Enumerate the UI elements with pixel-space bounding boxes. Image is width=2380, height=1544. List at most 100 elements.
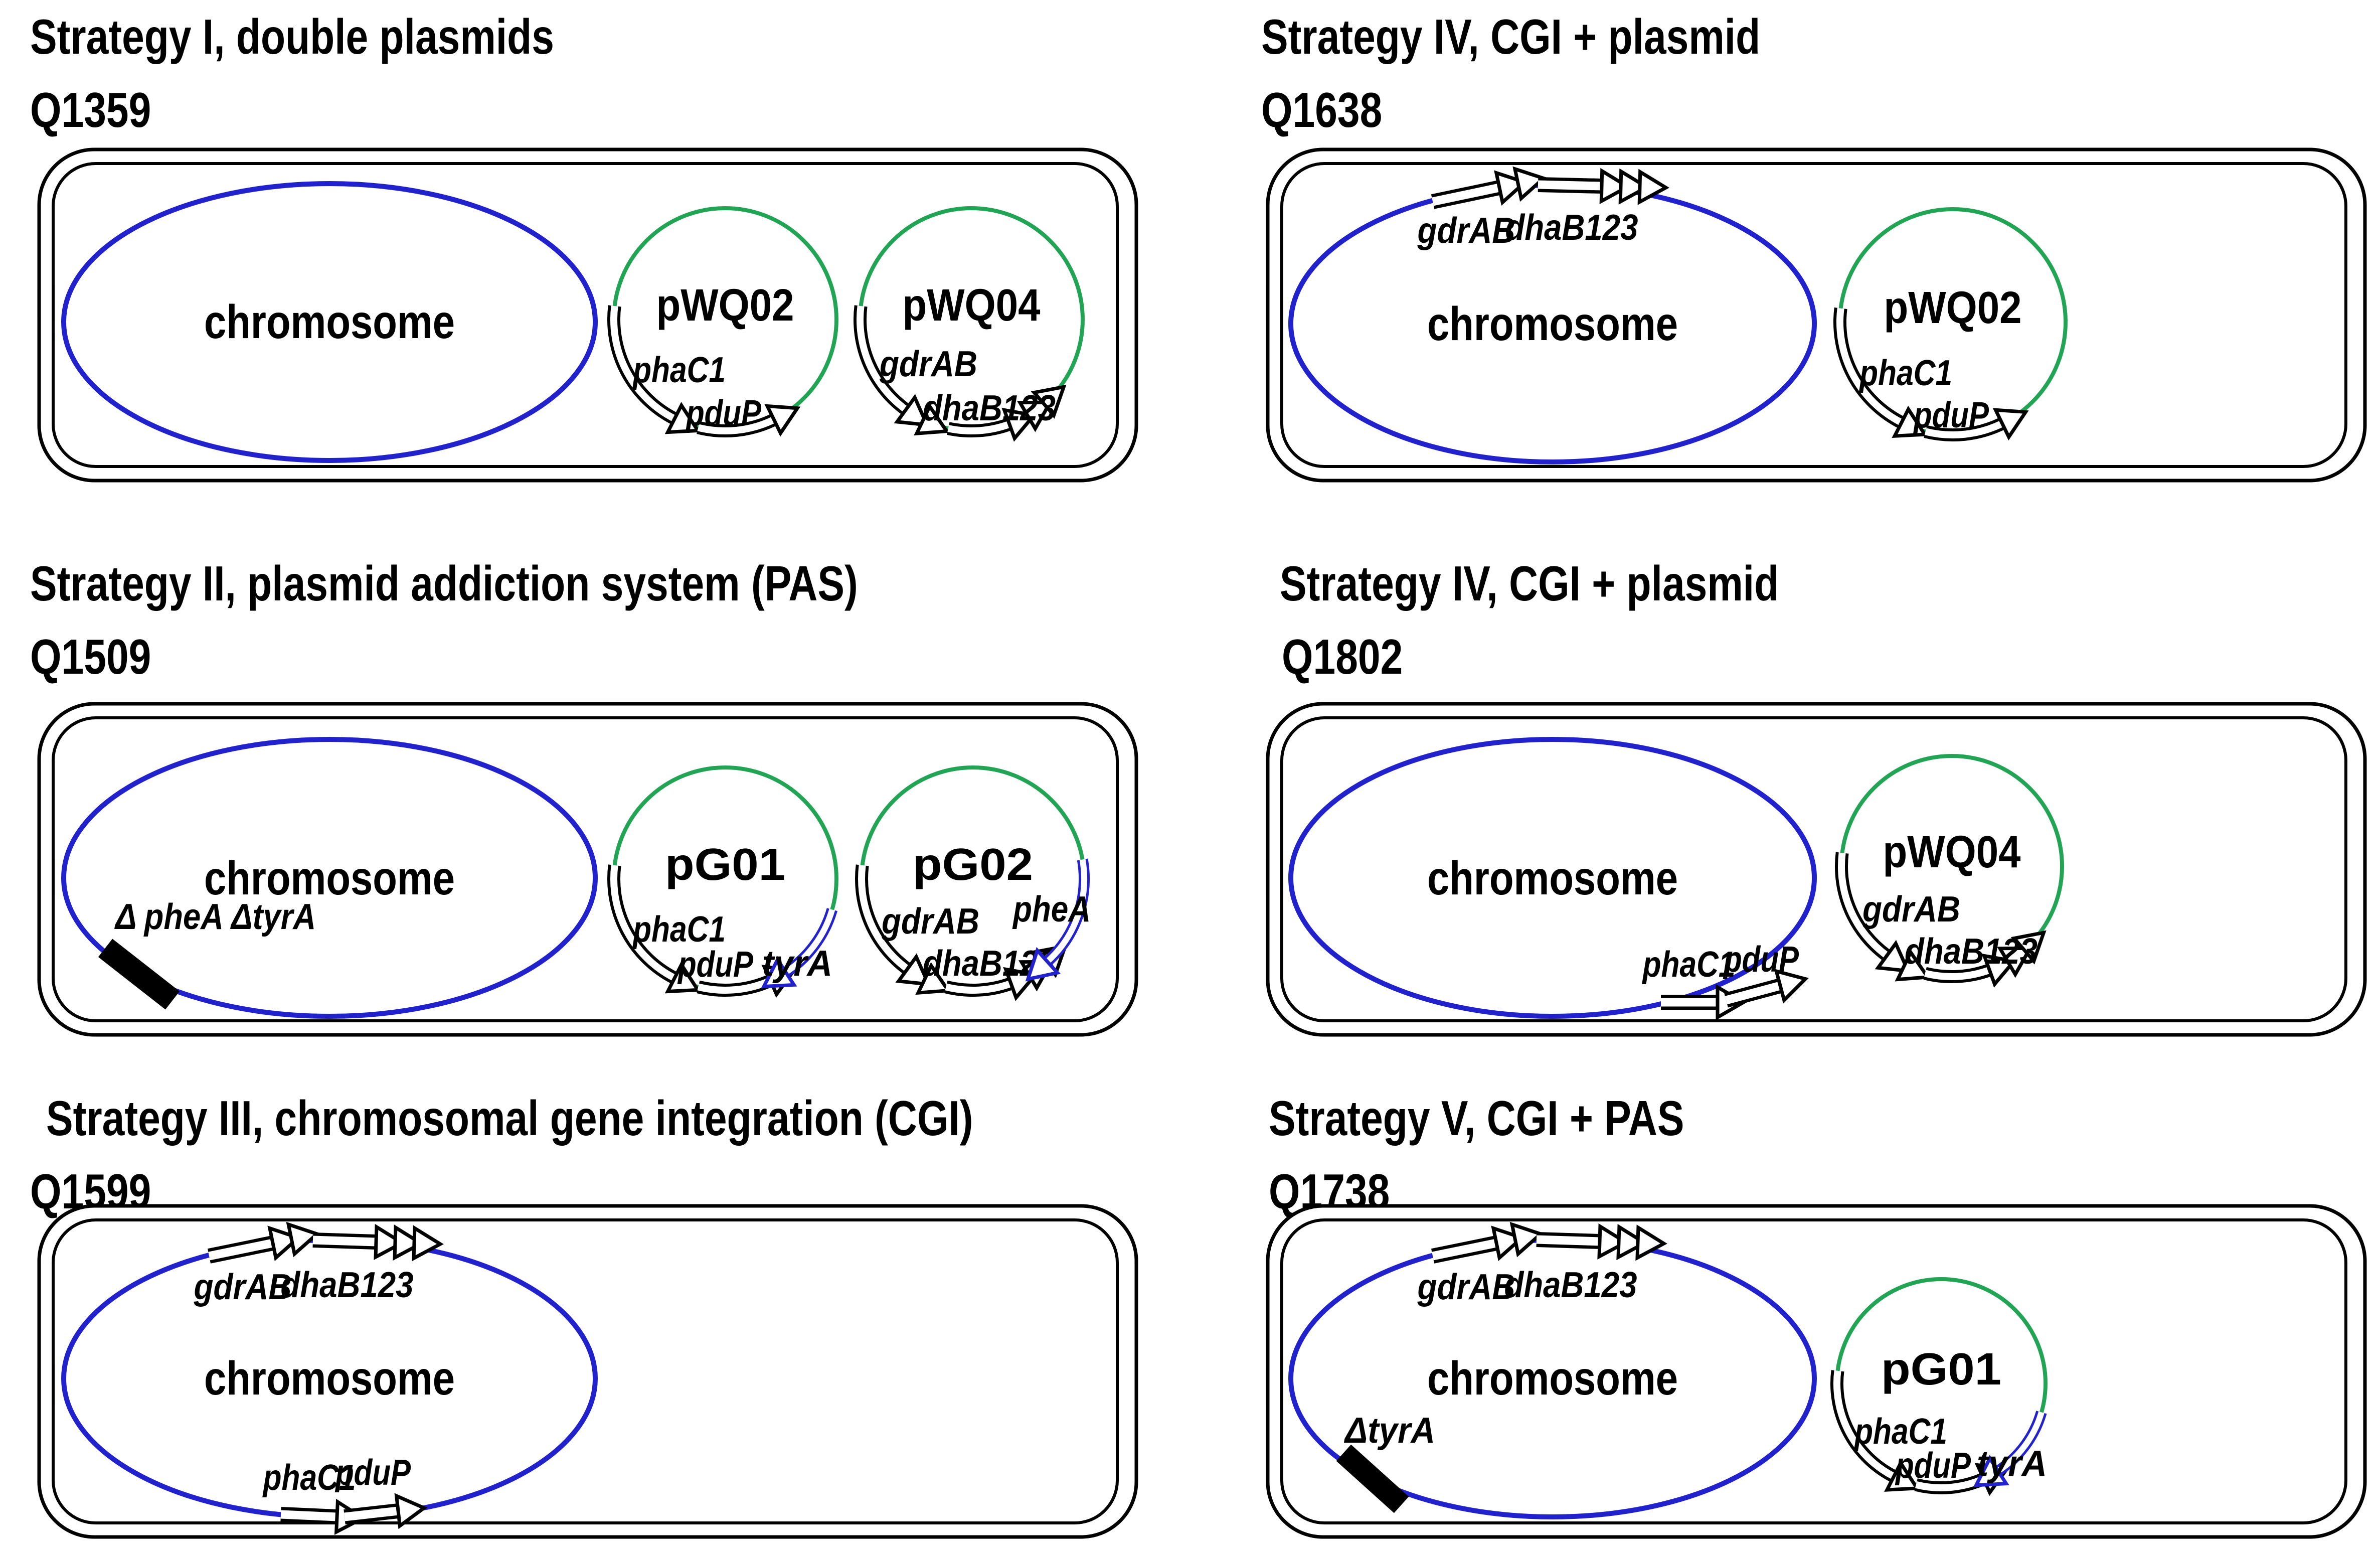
gene-label-phaC1: phaC1	[1642, 945, 1736, 985]
gene-arrow-phaC1	[607, 864, 701, 994]
gene-arrow-phaC1	[1830, 1370, 1921, 1492]
chromosome: chromosome gdrAB dhaB123 phaC1 pduP	[61, 1221, 598, 1535]
gene-label-dhaB123: dhaB123	[281, 1265, 414, 1305]
gene-arrow-gdrAB	[854, 305, 950, 436]
gene-label-pheA: pheA	[1012, 889, 1091, 930]
plasmid-pWQ04: pWQ04 gdrAB dhaB123	[854, 206, 1085, 442]
chromosome-circle	[61, 181, 598, 463]
gene-arrow-pduP-integrated	[1724, 969, 1809, 1008]
gene-label-pduP: pduP	[334, 1453, 411, 1493]
gene-label-phaC1: phaC1	[632, 350, 726, 390]
plasmid-pWQ02: pWQ02 phaC1 pduP	[607, 206, 838, 437]
deletion-marker	[1336, 1444, 1409, 1513]
gene-arrow-pduP-integrated	[344, 1493, 428, 1529]
cell-diagram: chromosome phaC1 pduP pWQ04 gdrAB dhaB12…	[1266, 702, 2367, 1037]
gene-label-pduP: pduP	[1895, 1446, 1971, 1486]
plasmid-name: pG01	[1881, 1344, 2001, 1395]
panel-strategy-3: Strategy III, chromosomal gene integrati…	[20, 1082, 1151, 1543]
plasmid-name: pWQ04	[1883, 827, 2021, 877]
gene-label-phaC1: phaC1	[262, 1458, 356, 1498]
chromosome: chromosome phaC1 pduP	[1288, 737, 1817, 1021]
gene-label-dhaB123: dhaB123	[1905, 932, 2037, 972]
chromosome-circle	[1288, 737, 1817, 1019]
plasmid-name: pWQ04	[903, 280, 1041, 331]
gene-label-gdrAB: gdrAB	[1862, 889, 1960, 930]
gene-arrow-dhaB123-integrated	[1538, 168, 1669, 205]
chromosome-label: chromosome	[1427, 1352, 1678, 1405]
gene-arrow-gdrAB-integrated	[1431, 1221, 1545, 1264]
chromosome: chromosome gdrAB dhaB123 ΔtyrA	[1288, 1221, 1817, 1519]
gene-label-gdrAB: gdrAB	[1417, 1267, 1515, 1307]
panel-strategy-5: Strategy V, CGI + PAS Q1738 chromosome g…	[1251, 1082, 2380, 1543]
plasmid-pG01: pG01 phaC1 pduP tyrA	[1830, 1277, 2048, 1496]
plasmid-pWQ04: pWQ04 gdrAB dhaB123	[1835, 754, 2064, 988]
gene-arrow-dhaB123-integrated	[312, 1223, 444, 1262]
gene-label-dhaB123: dhaB123	[1504, 1265, 1637, 1305]
chromosome-label: chromosome	[1427, 852, 1678, 905]
gene-label-gdrAB: gdrAB	[1417, 211, 1515, 251]
strain-label: Q1509	[30, 629, 151, 684]
panel-title: Strategy I, double plasmids	[30, 9, 554, 64]
chromosome: chromosome gdrAB dhaB123	[1288, 166, 1817, 465]
cell-diagram: chromosome gdrAB dhaB123 phaC1 pduP	[37, 1204, 1138, 1539]
deletion-label: ΔtyrA	[1343, 1411, 1435, 1451]
chromosome-circle	[61, 737, 598, 1019]
plasmid-pG01: pG01 phaC1 pduP tyrA	[607, 765, 838, 998]
gene-arrow-pduP	[1924, 408, 2029, 441]
gene-label-dhaB123: dhaB123	[923, 388, 1056, 428]
chromosome-label: chromosome	[204, 852, 455, 905]
gene-arrow-phaC1	[607, 305, 701, 434]
cell-inner-membrane	[52, 1218, 1119, 1524]
gene-arrow-gdrAB	[855, 864, 952, 995]
cell-diagram: chromosome Δ pheA ΔtyrA pG01 phaC1 pduP …	[37, 702, 1138, 1037]
gene-label-pduP: pduP	[1913, 395, 1989, 435]
gene-arrow-tyrA	[1973, 1411, 2047, 1487]
panel-strategy-2: Strategy II, plasmid addiction system (P…	[20, 547, 1151, 1089]
panel-strategy-4b: Strategy IV, CGI + plasmid Q1802 chromos…	[1251, 547, 2380, 1089]
plasmid-name: pG01	[665, 840, 785, 890]
gene-label-gdrAB: gdrAB	[879, 344, 977, 384]
gene-label-phaC1: phaC1	[1853, 1412, 1947, 1452]
gene-label-pduP: pduP	[677, 945, 753, 985]
gene-label-tyrA: tyrA	[1977, 1444, 2047, 1484]
deletion-marker	[98, 939, 180, 1010]
gene-label-pduP: pduP	[685, 393, 761, 433]
gene-arrow-pduP	[697, 404, 801, 437]
chromosome-label: chromosome	[1427, 297, 1678, 351]
gene-arrow-phaC1	[1833, 307, 1928, 438]
panel-title: Strategy III, chromosomal gene integrati…	[46, 1091, 973, 1146]
cell-inner-membrane	[52, 162, 1119, 468]
gene-arrow-gdrAB-integrated	[1431, 166, 1547, 209]
gene-label-tyrA: tyrA	[762, 944, 832, 984]
gene-label-phaC1: phaC1	[1858, 353, 1952, 393]
plasmid-name: pWQ02	[1884, 283, 2022, 333]
chromosome-label: chromosome	[204, 295, 455, 349]
panel-title: Strategy IV, CGI + plasmid	[1261, 9, 1761, 64]
chromosome-label: chromosome	[204, 1352, 455, 1405]
chromosome: chromosome	[61, 181, 598, 463]
gene-arrow-pheA	[1025, 858, 1090, 982]
panel-title: Strategy IV, CGI + plasmid	[1280, 556, 1779, 611]
panel-strategy-4a: Strategy IV, CGI + plasmid Q1638 chromos…	[1251, 0, 2380, 542]
chromosome: chromosome Δ pheA ΔtyrA	[61, 737, 598, 1019]
panel-title: Strategy V, CGI + PAS	[1269, 1091, 1684, 1146]
cell-inner-membrane	[52, 716, 1119, 1022]
gene-label-gdrAB: gdrAB	[194, 1267, 292, 1307]
plasmid-pWQ02: pWQ02 phaC1 pduP	[1833, 207, 2068, 441]
plasmid-name: pWQ02	[656, 280, 794, 331]
gene-arrow-gdrAB	[1835, 852, 1931, 982]
strain-label: Q1638	[1261, 82, 1383, 137]
panel-strategy-1: Strategy I, double plasmids Q1359 chromo…	[20, 0, 1151, 542]
gene-label-dhaB123: dhaB123	[1505, 208, 1638, 248]
strain-label: Q1802	[1282, 629, 1403, 684]
gene-arrow-dhaB123	[1923, 930, 2047, 988]
gene-arrow-gdrAB-integrated	[207, 1221, 321, 1264]
cell-diagram: chromosome gdrAB dhaB123 ΔtyrA pG01 phaC…	[1266, 1204, 2367, 1539]
strain-label: Q1359	[30, 82, 151, 137]
deletion-label: Δ pheA ΔtyrA	[114, 897, 316, 937]
gene-label-phaC1: phaC1	[632, 909, 726, 950]
gene-label-pduP: pduP	[1723, 940, 1799, 980]
gene-arrow-dhaB123-integrated	[1536, 1223, 1667, 1261]
gene-arrow-tyrA	[761, 908, 837, 989]
